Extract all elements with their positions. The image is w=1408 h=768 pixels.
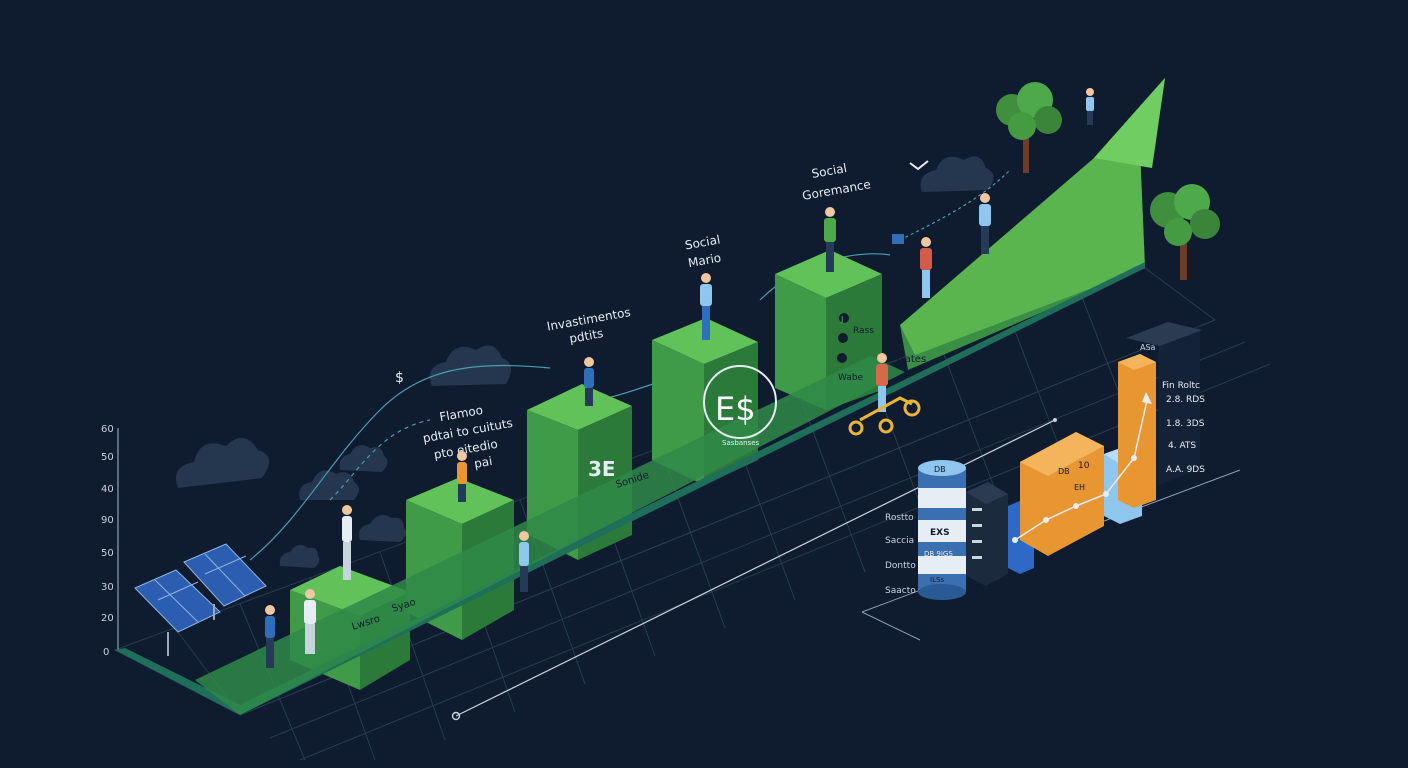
flows-caption: Flamoo pdtai to cuituts pto eitedio pai xyxy=(422,403,514,471)
orange-bar: 10 DB EH xyxy=(1020,432,1104,556)
orange-label: DB xyxy=(1058,467,1070,476)
people-figures xyxy=(265,88,1094,668)
governance-line-1: Social xyxy=(810,161,847,181)
panel-row: 1.8. 3DS xyxy=(1166,419,1205,429)
governance-line-2: Goremance xyxy=(801,177,872,203)
tree-icon xyxy=(1150,184,1220,280)
orange-label: EH xyxy=(1074,483,1085,492)
panel-top: ASa xyxy=(1140,343,1156,352)
y-tick: 40 xyxy=(101,484,114,495)
y-tick: 50 xyxy=(101,452,114,463)
dollar-sign: $ xyxy=(395,370,404,386)
solar-panel-icon xyxy=(134,543,267,656)
bullet-a: Rass xyxy=(853,326,874,336)
chart-left-label: Saccia xyxy=(885,536,914,546)
y-tick: 20 xyxy=(101,613,114,624)
y-tick: 60 xyxy=(101,424,114,435)
person-icon xyxy=(876,353,888,412)
flows-line-4: pai xyxy=(473,454,493,471)
y-tick: 90 xyxy=(101,515,114,526)
social-caption: Social Mario xyxy=(684,232,722,271)
cyl-mid: EXS xyxy=(930,528,950,538)
step-5 xyxy=(775,250,882,410)
bird-icon xyxy=(909,160,929,171)
investments-line-2: pdtits xyxy=(568,326,604,346)
database-icon: DB EXS DB 9IGS ILSs xyxy=(918,460,966,600)
person-icon xyxy=(342,505,352,580)
chart-left-label: Saacto xyxy=(885,586,916,596)
tree-icon xyxy=(996,82,1062,173)
cyl-bot: ILSs xyxy=(930,576,944,584)
chart-left-label: Dontto xyxy=(885,561,916,571)
chart-left-label: Rostto xyxy=(885,513,914,523)
staircase xyxy=(115,250,1145,715)
es-mark: E$ xyxy=(715,390,756,428)
shield-mark: 3E xyxy=(588,457,616,481)
right-chart: Rostto Saccia Dontto Saacto DB EXS DB 9I… xyxy=(861,322,1241,641)
panel-row: 4. ATS xyxy=(1168,441,1196,451)
person-icon xyxy=(304,589,316,654)
y-tick: 0 xyxy=(103,647,109,658)
person-icon xyxy=(979,193,991,254)
gates-label: Gates xyxy=(897,354,926,365)
briefcase-icon xyxy=(892,234,904,244)
y-axis: 0 20 30 50 90 40 50 60 30 xyxy=(101,424,119,658)
orange-label: 10 xyxy=(1078,461,1090,471)
panel-row: Fin Roltc xyxy=(1162,381,1200,391)
person-icon xyxy=(1086,88,1094,125)
person-icon xyxy=(824,207,836,272)
growth-arrow xyxy=(900,78,1165,370)
person-icon xyxy=(584,357,594,406)
step5-bullets: J Rass Wabe xyxy=(837,313,874,383)
investments-caption: Invastimentos pdtits xyxy=(546,305,632,346)
social-line-1: Social xyxy=(684,232,721,252)
bullet-j: J xyxy=(840,315,843,324)
person-icon xyxy=(265,605,275,668)
clouds xyxy=(176,156,994,568)
governance-caption: Social Goremance xyxy=(801,161,872,203)
es-emblem: E$ Sasbanses xyxy=(703,365,777,447)
social-line-2: Mario xyxy=(687,251,722,271)
person-icon xyxy=(700,273,712,340)
bullet-b: Wabe xyxy=(838,373,864,383)
person-icon xyxy=(519,531,529,592)
cyl-top: DB xyxy=(934,465,946,474)
cart-icon xyxy=(848,396,921,436)
es-sub: Sasbanses xyxy=(722,439,760,447)
cyl-low: DB 9IGS xyxy=(924,550,953,558)
stats-panel: ASa Fin Roltc 2.8. RDS 1.8. 3DS 4. ATS A… xyxy=(1126,322,1205,486)
person-icon xyxy=(920,237,932,298)
panel-row: 2.8. RDS xyxy=(1166,395,1205,405)
y-tick: 50 xyxy=(101,548,114,559)
person-icon xyxy=(457,451,467,502)
y-tick: 30 xyxy=(101,582,114,593)
panel-row: A.A. 9DS xyxy=(1166,465,1205,475)
